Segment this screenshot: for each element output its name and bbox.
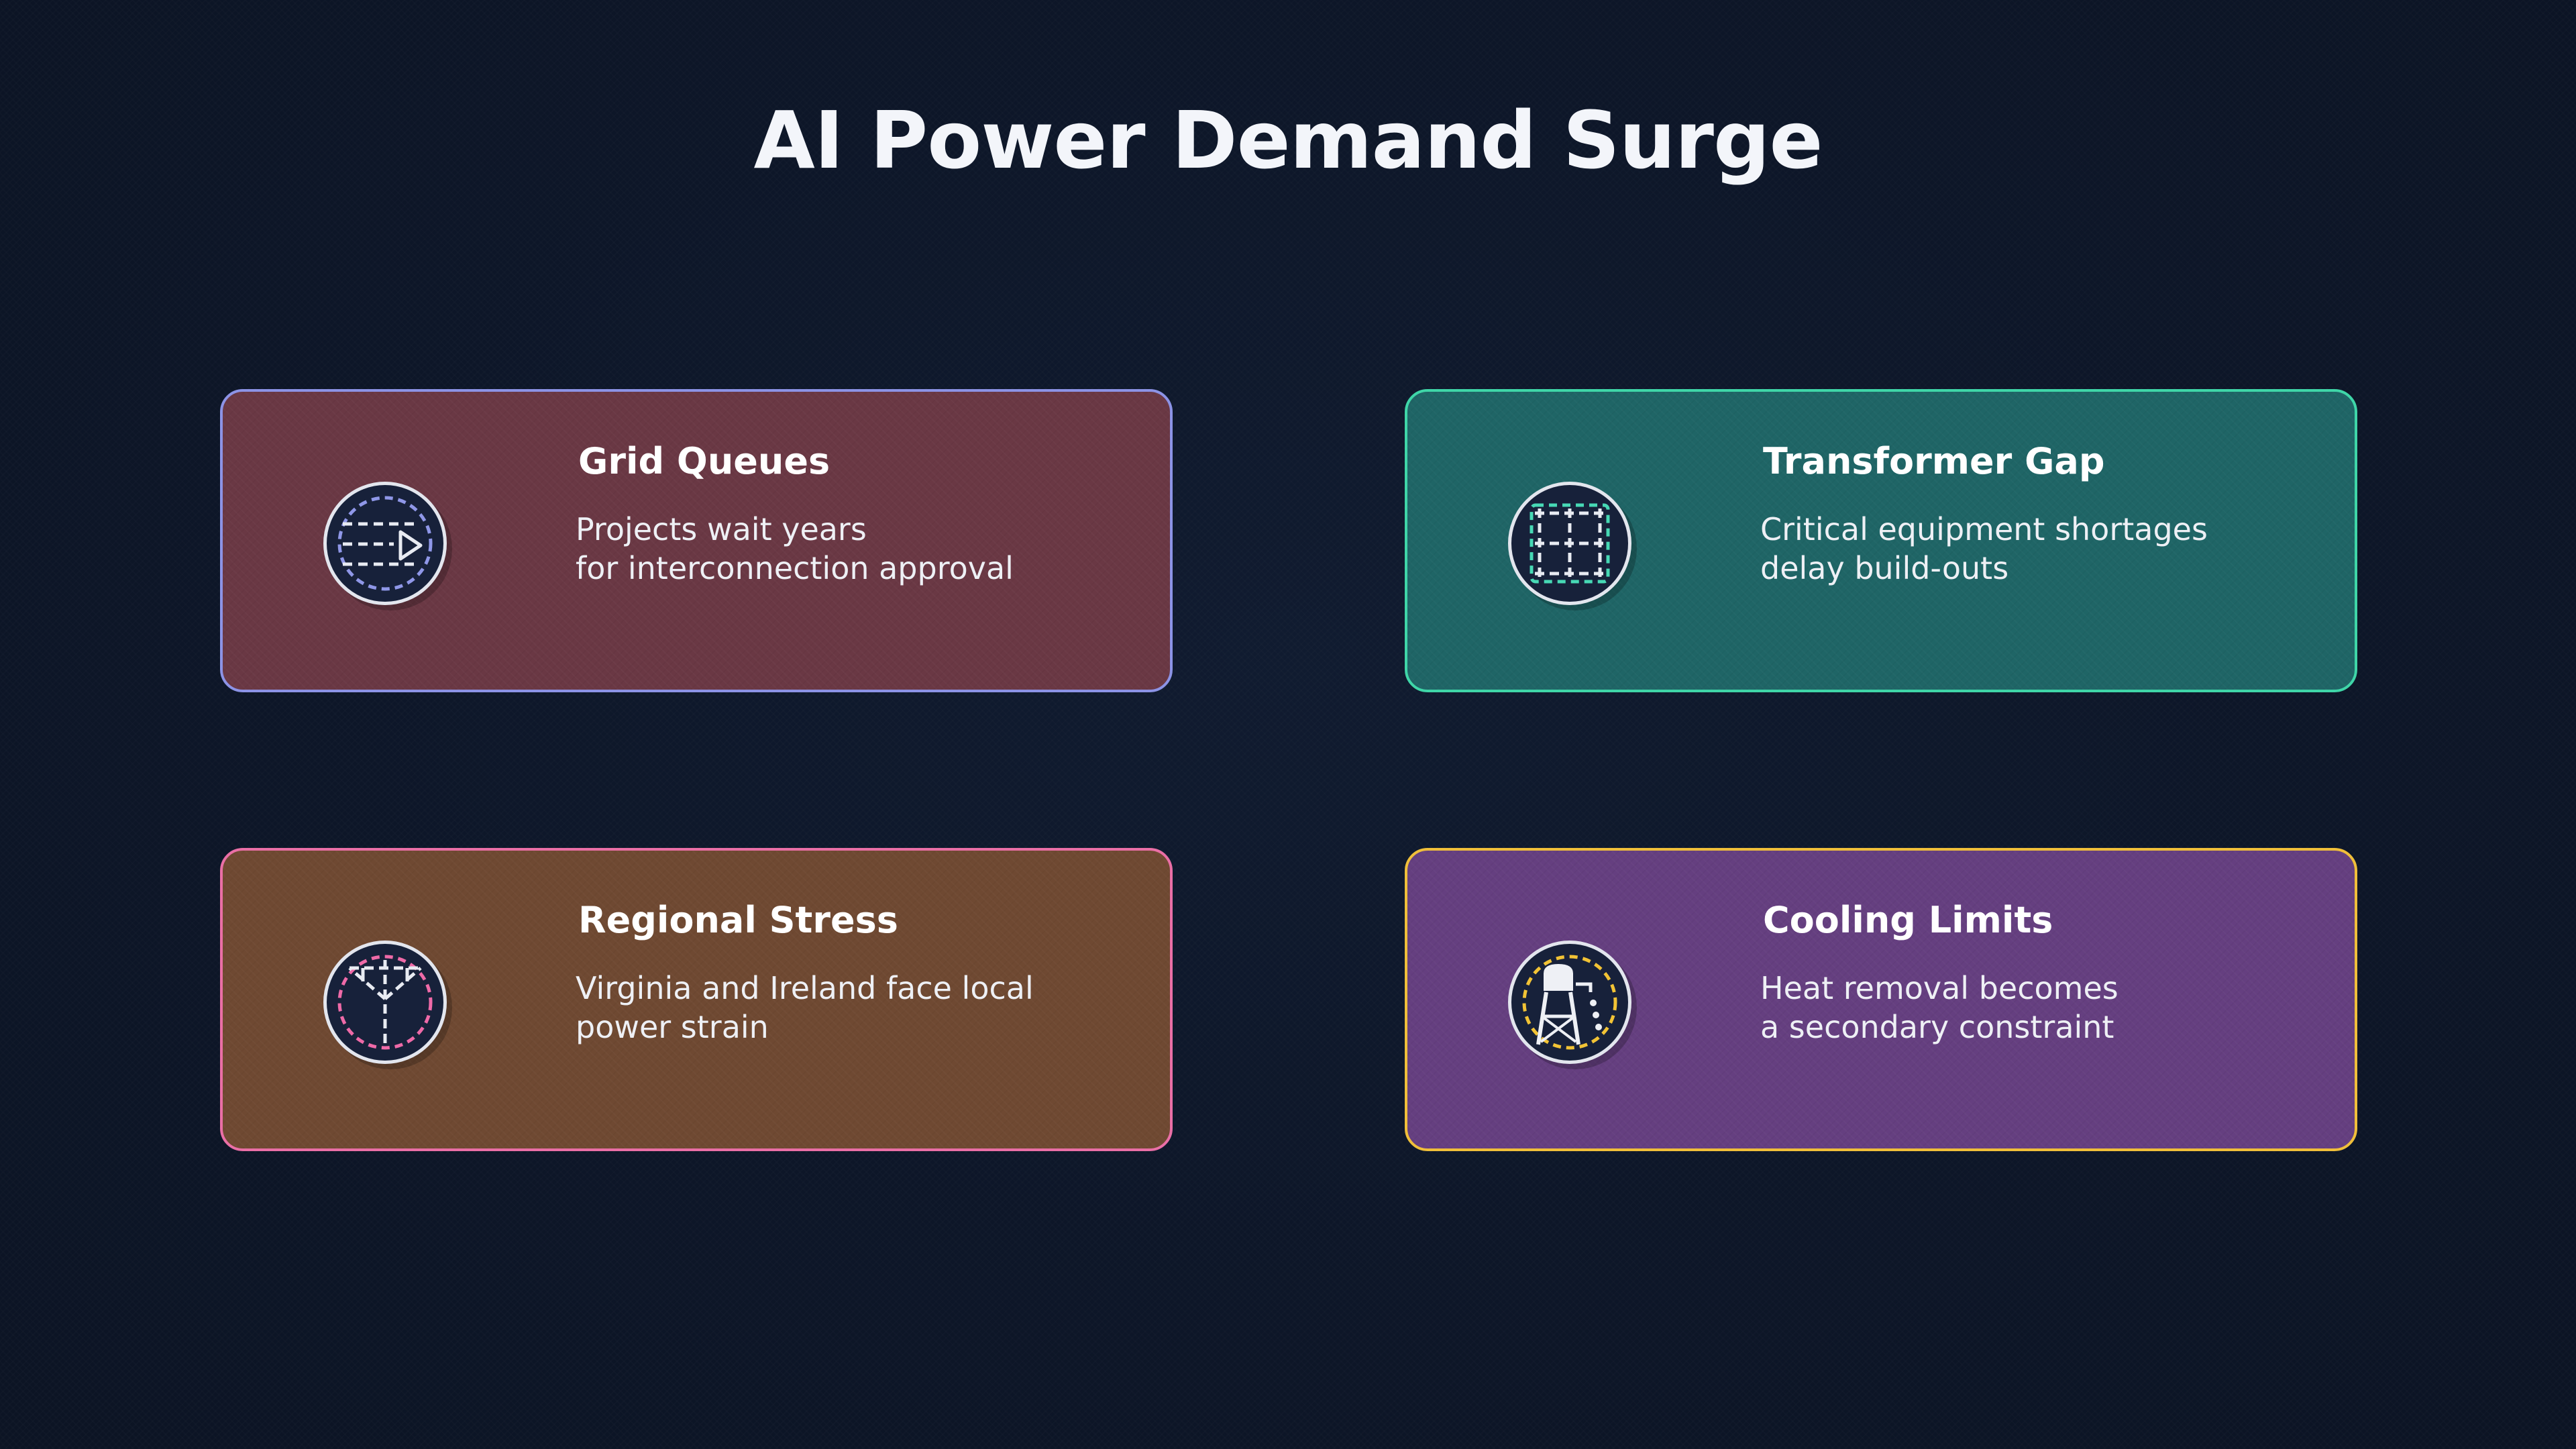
card-transformer-gap: Transformer Gap Critical equipment short… (1405, 389, 2357, 692)
card-cooling-limits: Cooling Limits Heat removal becomes a se… (1405, 848, 2357, 1151)
card-description-line: Critical equipment shortages (1760, 511, 2208, 547)
card-description-line: delay build-outs (1760, 550, 2009, 586)
card-title: Transformer Gap (1763, 440, 2105, 482)
card-description-line: Heat removal becomes (1760, 970, 2118, 1006)
page-title: AI Power Demand Surge (753, 94, 1823, 186)
card-description-line: a secondary constraint (1760, 1009, 2114, 1045)
card-description: Heat removal becomes a secondary constra… (1760, 969, 2310, 1046)
grid-icon (1508, 482, 1631, 605)
transmission-tower-icon (323, 941, 447, 1064)
card-grid-queues: Grid Queues Projects wait years for inte… (220, 389, 1173, 692)
card-description-line: Projects wait years (576, 511, 867, 547)
queue-icon (323, 482, 447, 605)
card-description-line: for interconnection approval (576, 550, 1014, 586)
water-tower-icon (1508, 941, 1631, 1064)
card-title: Cooling Limits (1763, 899, 2053, 941)
card-description: Virginia and Ireland face local power st… (576, 969, 1126, 1046)
card-description: Projects wait years for interconnection … (576, 510, 1126, 588)
card-regional-stress: Regional Stress Virginia and Ireland fac… (220, 848, 1173, 1151)
card-description: Critical equipment shortages delay build… (1760, 510, 2310, 588)
card-title: Regional Stress (578, 899, 898, 941)
card-description-line: Virginia and Ireland face local (576, 970, 1034, 1006)
card-description-line: power strain (576, 1009, 769, 1045)
card-title: Grid Queues (578, 440, 830, 482)
